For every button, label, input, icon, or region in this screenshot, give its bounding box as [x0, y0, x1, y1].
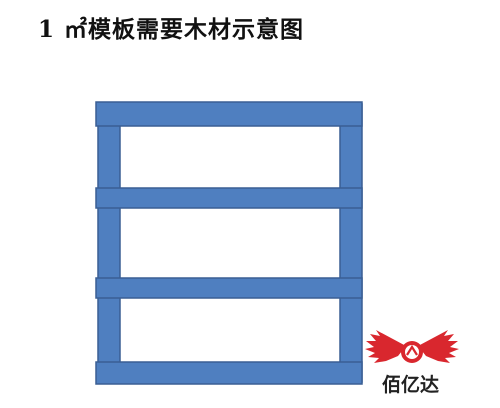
left-stud	[97, 103, 121, 383]
diagram-title: 1 ㎡模板需要木材示意图	[38, 16, 305, 43]
bottom-board	[95, 361, 363, 385]
winged-circle-icon	[365, 316, 459, 388]
right-stud	[339, 103, 363, 383]
board-2	[95, 187, 363, 209]
top-board	[95, 101, 363, 127]
watermark-brand: 佰亿达	[382, 374, 440, 396]
board-3	[95, 277, 363, 299]
